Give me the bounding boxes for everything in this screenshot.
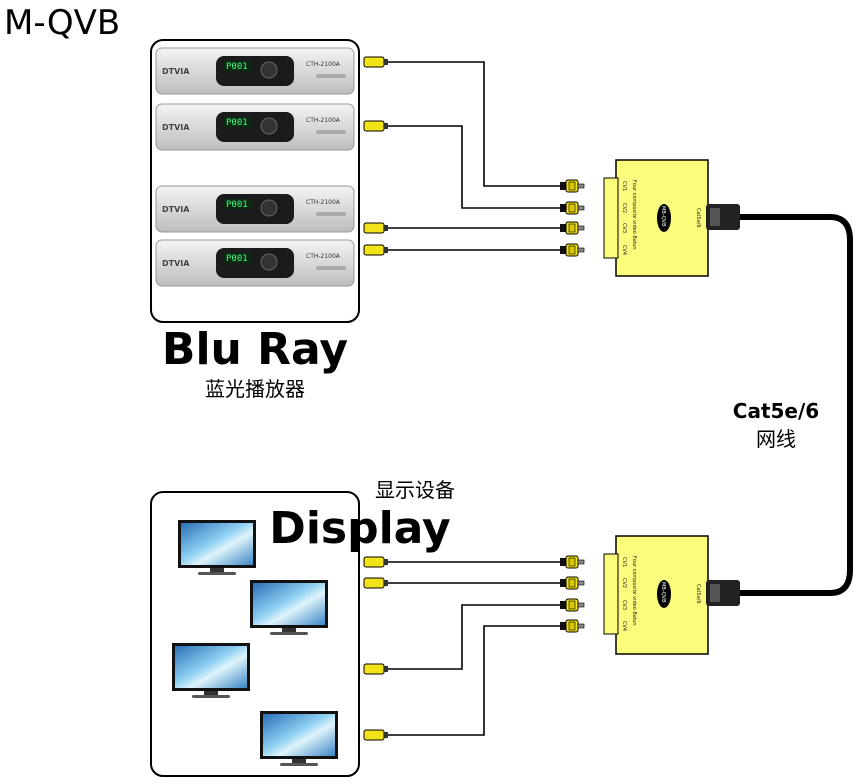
rca-plug: [363, 222, 388, 234]
balun-model-label: MB-QVB: [660, 582, 666, 603]
rca-plug: [363, 577, 388, 589]
rca-plug: [363, 556, 388, 568]
rca-plug: [363, 663, 388, 675]
top-wiring: [386, 61, 560, 251]
balun-description: Four composite video Balun: [631, 180, 637, 250]
source-plugs: [363, 56, 388, 256]
stb-brand-label: DTVIA: [162, 259, 190, 268]
stb-model-label: CTH-2100A: [306, 117, 341, 124]
video-wire-cv1-top: [386, 61, 560, 187]
balun-outputs: [559, 555, 585, 633]
set-top-box: P001 DTVIA CTH-2100A: [155, 239, 355, 287]
cable-sublabel: 网线: [756, 427, 796, 451]
balun-channel-label: CV4: [621, 621, 627, 631]
set-top-box: P001 DTVIA CTH-2100A: [155, 47, 355, 95]
set-top-box: P001 DTVIA CTH-2100A: [155, 103, 355, 151]
stb-model-label: CTH-2100A: [306, 61, 341, 68]
balun-channel-label: CV1: [621, 181, 627, 191]
source-sublabel: 蓝光播放器: [205, 377, 305, 401]
balun-channel-label: CV3: [621, 600, 627, 610]
cable-label: Cat5e/6: [733, 399, 819, 423]
source-device-list: P001 DTVIA CTH-2100A P001 DTVIA CTH-2100…: [155, 47, 355, 287]
display-device-list: [172, 520, 338, 766]
stb-display-readout: P001: [226, 200, 248, 210]
rca-plug: [363, 729, 388, 741]
television: [178, 520, 256, 575]
stb-brand-label: DTVIA: [162, 205, 190, 214]
television: [260, 711, 338, 766]
balun-model-badge: [657, 580, 671, 608]
balun-channel-label: CV1: [621, 557, 627, 567]
balun-port-label: Cat5e/6: [695, 208, 701, 228]
video-wire-cv2-top: [386, 125, 560, 209]
television: [250, 580, 328, 635]
balun-transmitter: CV1 CV2 CV3 CV4 Four composite video Bal…: [559, 159, 740, 277]
bottom-wiring: [386, 561, 560, 736]
stb-display-readout: P001: [226, 118, 248, 128]
cat5-cable: [740, 214, 853, 596]
balun-description: Four composite video Balun: [631, 556, 637, 626]
diagram-title: M-QVB: [4, 3, 120, 43]
balun-channel-label: CV4: [621, 245, 627, 255]
balun-model-label: MB-QVB: [660, 206, 666, 227]
stb-display-readout: P001: [226, 254, 248, 264]
balun-channel-label: CV2: [621, 578, 627, 588]
stb-display-readout: P001: [226, 62, 248, 72]
television: [172, 643, 250, 698]
balun-channel-label: CV3: [621, 223, 627, 233]
video-wire-cv4-bottom: [386, 625, 560, 736]
stb-brand-label: DTVIA: [162, 67, 190, 76]
balun-model-badge: [657, 204, 671, 232]
stb-model-label: CTH-2100A: [306, 253, 341, 260]
display-label: Display: [269, 503, 450, 554]
rca-plug: [363, 120, 388, 132]
balun-channel-label: CV2: [621, 203, 627, 213]
set-top-box: P001 DTVIA CTH-2100A: [155, 185, 355, 233]
display-sublabel: 显示设备: [375, 478, 455, 502]
rca-plug: [363, 56, 388, 68]
stb-model-label: CTH-2100A: [306, 199, 341, 206]
rca-plug: [363, 244, 388, 256]
balun-inputs: [559, 179, 585, 257]
video-wire-cv3-bottom: [386, 604, 560, 670]
source-label: Blu Ray: [162, 324, 348, 375]
balun-port-label: Cat5e/6: [695, 584, 701, 604]
display-plugs: [363, 556, 388, 741]
stb-brand-label: DTVIA: [162, 123, 190, 132]
balun-receiver: CV1 CV2 CV3 CV4 Four composite video Bal…: [559, 535, 740, 655]
